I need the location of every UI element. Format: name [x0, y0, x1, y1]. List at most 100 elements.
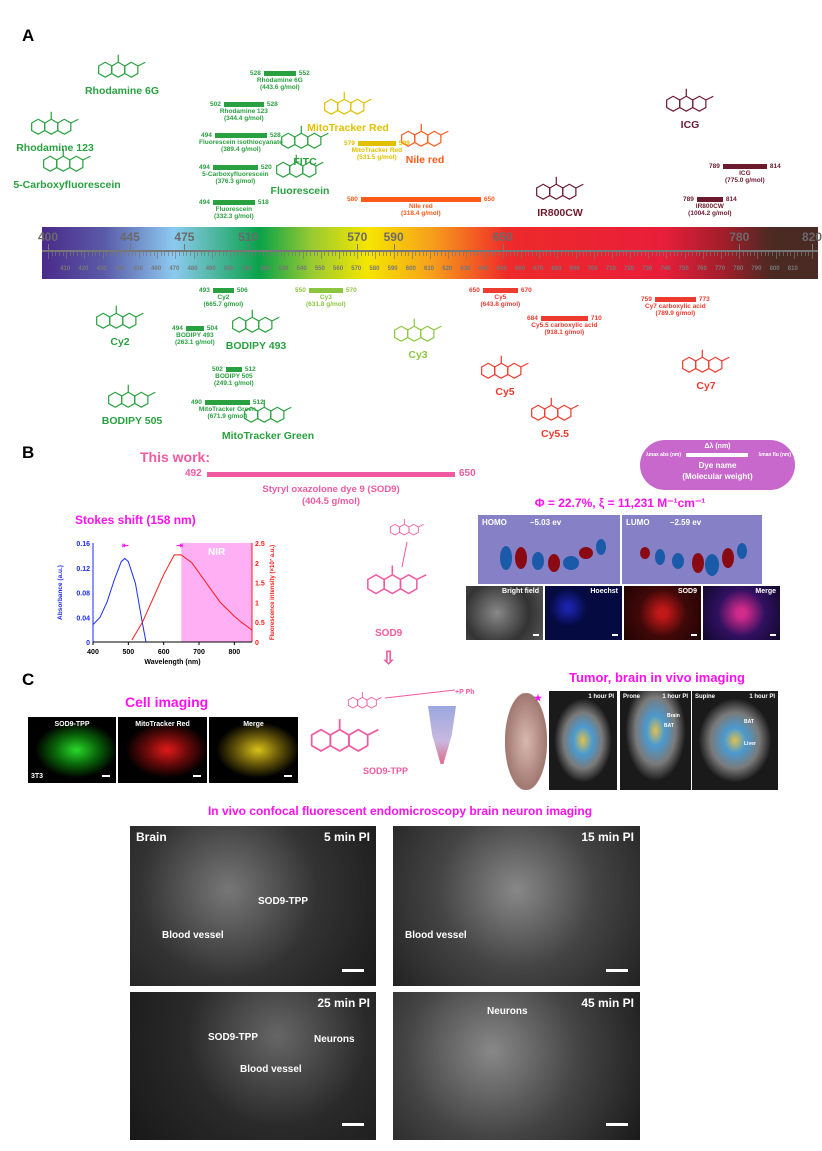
- spectrum-minor-tick: [73, 252, 75, 256]
- spectrum-minor-tick: [91, 252, 93, 256]
- spectrum-minor-label: 460: [151, 266, 162, 272]
- spectrum-minor-tick: [499, 252, 501, 256]
- spectrum-minor-tick: [597, 252, 599, 256]
- spectrum-minor-tick: [382, 252, 384, 256]
- spectrum-minor-tick: [491, 252, 493, 256]
- spectrum-minor-tick: [77, 252, 79, 256]
- pose-label: Supine: [695, 694, 716, 700]
- spectrum-minor-tick: [513, 252, 515, 256]
- dye-structure-name: IR800CW: [537, 207, 583, 219]
- spectrum-minor-tick: [342, 252, 344, 256]
- spectrum-minor-tick: [437, 252, 439, 256]
- spectrum-minor-tick: [510, 252, 512, 256]
- spectrum-minor-tick: [793, 252, 795, 259]
- image-caption: Hoechst: [590, 588, 618, 595]
- spectrum-minor-label: 580: [369, 266, 380, 272]
- spectrum-minor-tick: [571, 252, 573, 256]
- spectrum-minor-tick: [713, 252, 715, 256]
- spectrum-minor-tick: [248, 252, 250, 259]
- spectrum-minor-tick: [393, 252, 395, 259]
- spectrum-minor-tick: [277, 252, 279, 256]
- spectrum-minor-tick: [262, 252, 264, 256]
- spectrum-minor-tick: [69, 252, 71, 256]
- x-tick-label: 700: [193, 649, 205, 656]
- spectrum-minor-label: 690: [569, 266, 580, 272]
- spectrum-minor-tick: [517, 252, 519, 256]
- spectrum-minor-tick: [593, 252, 595, 259]
- sod9-label: SOD9: [375, 628, 403, 639]
- spectrum-minor-tick: [226, 252, 228, 256]
- spectrum-minor-label: 770: [715, 266, 726, 272]
- spectrum-minor-tick: [291, 252, 293, 256]
- spectrum-minor-label: 440: [114, 266, 125, 272]
- spectrum-minor-label: 810: [787, 266, 798, 272]
- spectrum-minor-tick: [797, 252, 799, 256]
- molecule-structure: [532, 173, 588, 208]
- spectrum-minor-label: 420: [78, 266, 89, 272]
- spectrum-minor-tick: [422, 252, 424, 256]
- spectrum-minor-tick: [779, 252, 781, 256]
- annotation: SOD9-TPP: [208, 1032, 259, 1043]
- spectrum-minor-tick: [764, 252, 766, 256]
- bright-field-image: Bright field: [466, 586, 543, 640]
- spectrum-minor-tick: [218, 252, 220, 256]
- pose-label: Prone: [623, 694, 641, 700]
- spectrum-major-label: 445: [119, 230, 140, 244]
- spectrum-minor-tick: [244, 252, 246, 256]
- spectrum-minor-tick: [229, 252, 231, 259]
- spectrum-major-tick: [739, 244, 741, 252]
- spectrum-minor-tick: [768, 252, 770, 256]
- spectrum-minor-label: 510: [242, 266, 253, 272]
- dye-structure-name: 5-Carboxyfluorescein: [13, 179, 121, 191]
- spectrum-minor-tick: [637, 252, 639, 256]
- spectrum-minor-tick: [415, 252, 417, 256]
- spectrum-minor-tick: [204, 252, 206, 256]
- homo-label: HOMO: [482, 518, 507, 527]
- spectrum-major-tick: [184, 244, 186, 252]
- scale-bar: [284, 775, 292, 777]
- spectrum-minor-tick: [757, 252, 759, 259]
- spectrum-minor-tick: [168, 252, 170, 256]
- spectrum-minor-label: 430: [96, 266, 107, 272]
- spectrum-minor-tick: [131, 252, 133, 256]
- tumor-star-icon: ★: [534, 693, 543, 703]
- image-caption: Bright field: [502, 588, 539, 595]
- spectrum-minor-tick: [710, 252, 712, 256]
- spectrum-minor-tick: [662, 252, 664, 256]
- spectrum-minor-label: 800: [769, 266, 780, 272]
- spectrum-major-label: 510: [238, 230, 259, 244]
- spectrum-minor-tick: [619, 252, 621, 256]
- x-tick-label: 800: [228, 649, 240, 656]
- spectrum-minor-label: 750: [678, 266, 689, 272]
- spectrum-minor-tick: [677, 252, 679, 256]
- spectrum-minor-tick: [128, 252, 130, 256]
- spectrum-minor-tick: [575, 252, 577, 259]
- legend-abs: λmax abs (nm): [646, 452, 682, 458]
- dye-structure-name: FITC: [293, 156, 317, 168]
- spectrum-minor-tick: [539, 252, 541, 259]
- spectrum-minor-tick: [611, 252, 613, 259]
- spectrum-minor-tick: [324, 252, 326, 256]
- spectrum-minor-tick: [178, 252, 180, 256]
- spectrum-minor-tick: [84, 252, 86, 259]
- spectrum-minor-tick: [433, 252, 435, 256]
- legend-name: Dye name: [698, 461, 737, 470]
- dye-structure-name: Nile red: [405, 154, 445, 166]
- spectrum-minor-tick: [109, 252, 111, 256]
- spectrum-minor-tick: [426, 252, 428, 256]
- spectrum-minor-tick: [790, 252, 792, 256]
- svg-text:+P Ph: +P Ph: [455, 689, 475, 696]
- spectrum-minor-tick: [633, 252, 635, 256]
- spectrum-minor-label: 740: [660, 266, 671, 272]
- cell-imaging-title: Cell imaging: [125, 694, 209, 710]
- spectrum-minor-tick: [681, 252, 683, 256]
- spectrum-minor-tick: [302, 252, 304, 259]
- spectrum-minor-tick: [66, 252, 68, 259]
- y2-tick-label: 2.5: [255, 541, 265, 548]
